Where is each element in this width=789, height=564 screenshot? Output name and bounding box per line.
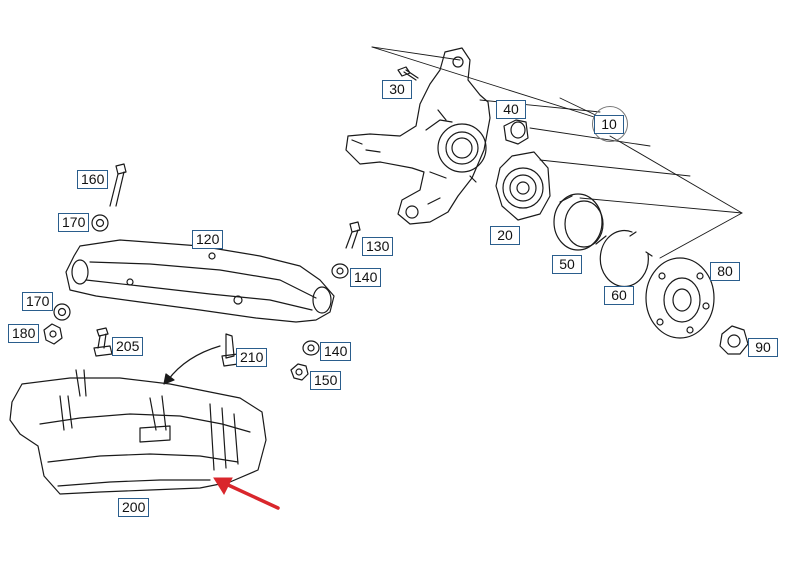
underbody-cover-200 [9,369,267,495]
callout-170-upper[interactable]: 170 [58,213,90,232]
nut-150 [290,363,309,381]
callout-40[interactable]: 40 [496,100,526,119]
bolt-160 [109,163,127,207]
leader-arrow-210 [163,345,221,385]
callout-140-lower[interactable]: 140 [320,342,352,361]
callout-60[interactable]: 60 [604,286,634,305]
washer-170-lower [53,303,71,321]
wheel-carrier-10 [345,47,491,225]
callout-150[interactable]: 150 [310,371,342,390]
red-indicator-arrow [213,477,280,510]
callout-170-lower[interactable]: 170 [22,292,54,311]
washer-170-upper [91,214,109,232]
callout-210[interactable]: 210 [236,348,268,367]
callout-205[interactable]: 205 [112,337,144,356]
callout-50[interactable]: 50 [552,255,582,274]
callout-130[interactable]: 130 [362,237,394,256]
highlight-ring-10 [592,106,628,142]
callout-80[interactable]: 80 [710,262,740,281]
bearing-housing-20 [495,151,551,221]
callout-160[interactable]: 160 [77,170,109,189]
callout-30[interactable]: 30 [382,80,412,99]
bearing-50 [553,193,607,251]
bolt-130 [345,221,361,249]
callout-180[interactable]: 180 [8,324,40,343]
callout-20[interactable]: 20 [490,226,520,245]
transverse-arm-120 [65,239,335,323]
washer-140-upper [331,263,349,279]
callout-120[interactable]: 120 [192,230,224,249]
callout-90[interactable]: 90 [748,338,778,357]
washer-140-lower [302,340,320,356]
exploded-leader-lines [371,46,743,259]
bushing-40 [503,119,529,145]
callout-140-upper[interactable]: 140 [350,268,382,287]
callout-200[interactable]: 200 [118,498,150,517]
circlip-60 [599,229,653,288]
nut-180 [43,323,63,345]
hub-nut-90 [719,325,749,355]
bolt-30 [397,66,419,81]
wheel-hub-80 [645,257,715,339]
bolt-205 [93,327,113,357]
callout-10[interactable]: 10 [594,115,624,134]
